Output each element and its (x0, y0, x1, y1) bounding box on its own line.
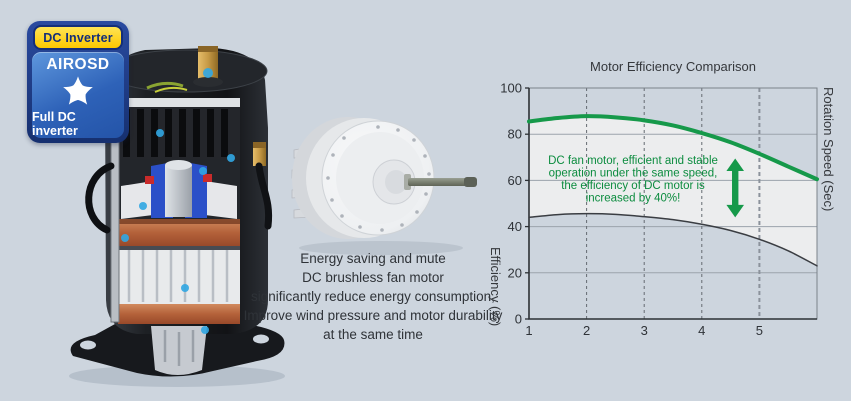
y-axis-label-left: Efficiency (%) (488, 247, 503, 326)
badge-body: AIROSD Full DC inverter (32, 52, 124, 138)
x-tick-label: 2 (583, 323, 590, 338)
description-line: Energy saving and mute (300, 251, 446, 266)
band-between-curves (529, 116, 817, 266)
compressor-illustration (69, 46, 285, 387)
description-line: at the same time (323, 327, 423, 342)
description-line: DC brushless fan motor (302, 270, 444, 285)
y-tick-label: 100 (500, 81, 522, 96)
chart-annotation-line: DC fan motor, efficient and stable (548, 155, 718, 167)
brand-name: AIROSD (46, 56, 110, 73)
y-tick-label: 20 (508, 265, 522, 280)
efficiency-chart: 0 20 40 60 80 100 1 2 3 4 5 Motor Efficiency Compa… (488, 59, 836, 338)
description-line: Improve wind pressure and motor durabili… (243, 308, 503, 323)
chart-annotation-line: operation under the same speed, (549, 168, 718, 180)
badge-tab-label: DC Inverter (43, 30, 113, 45)
y-tick-label: 40 (508, 219, 522, 234)
badge-tab: DC Inverter (33, 25, 123, 50)
dc-inverter-badge: DC Inverter AIROSD Full DC inverter (27, 21, 129, 143)
badge-caption: Full DC inverter (32, 110, 78, 138)
snowflake-icon (63, 76, 93, 105)
curve-conventional-motor (528, 212, 818, 267)
description-line: significantly reduce energy consumption, (251, 289, 495, 304)
x-tick-label: 5 (756, 323, 763, 338)
description-text: Energy saving and mute DC brushless fan … (220, 249, 526, 344)
fan-motor-illustration (291, 117, 477, 255)
y-tick-label: 80 (508, 127, 522, 142)
x-tick-label: 4 (698, 323, 705, 338)
y-axis-label-right: Rotation Speed (Sec) (821, 87, 836, 211)
x-tick-label: 1 (525, 323, 532, 338)
y-tick-label: 60 (508, 173, 522, 188)
y-tick-label: 0 (515, 312, 522, 327)
chart-annotation-line: the efficiency of DC motor is (561, 180, 705, 192)
efficiency-gain-arrow (726, 158, 745, 218)
chart-annotation-line: increased by 40%! (586, 193, 681, 205)
chart-title: Motor Efficiency Comparison (590, 59, 756, 74)
curve-dc-motor (527, 114, 819, 182)
x-tick-label: 3 (641, 323, 648, 338)
